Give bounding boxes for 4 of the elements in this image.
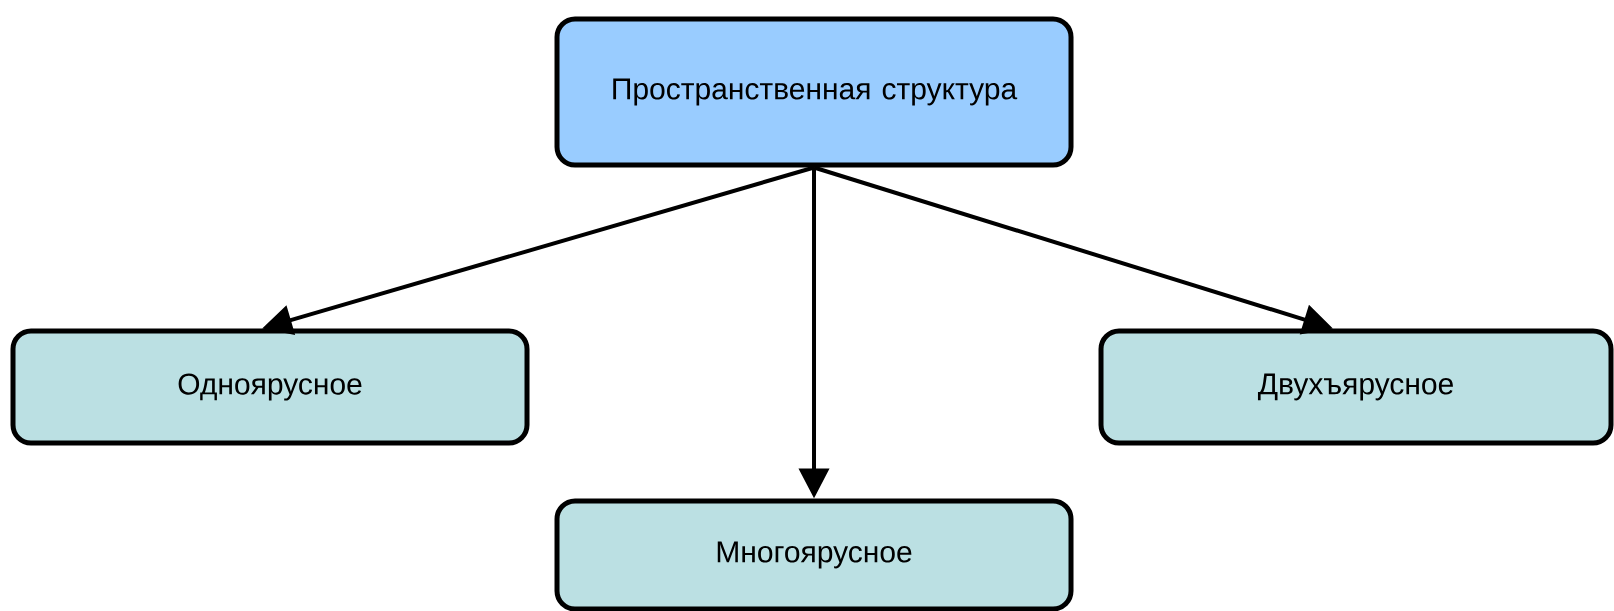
process-box: Одноярусное [10,328,530,446]
process-box: Пространственная структура [554,16,1074,168]
process-box: Многоярусное [554,498,1074,611]
process-box: Двухъярусное [1098,328,1614,446]
